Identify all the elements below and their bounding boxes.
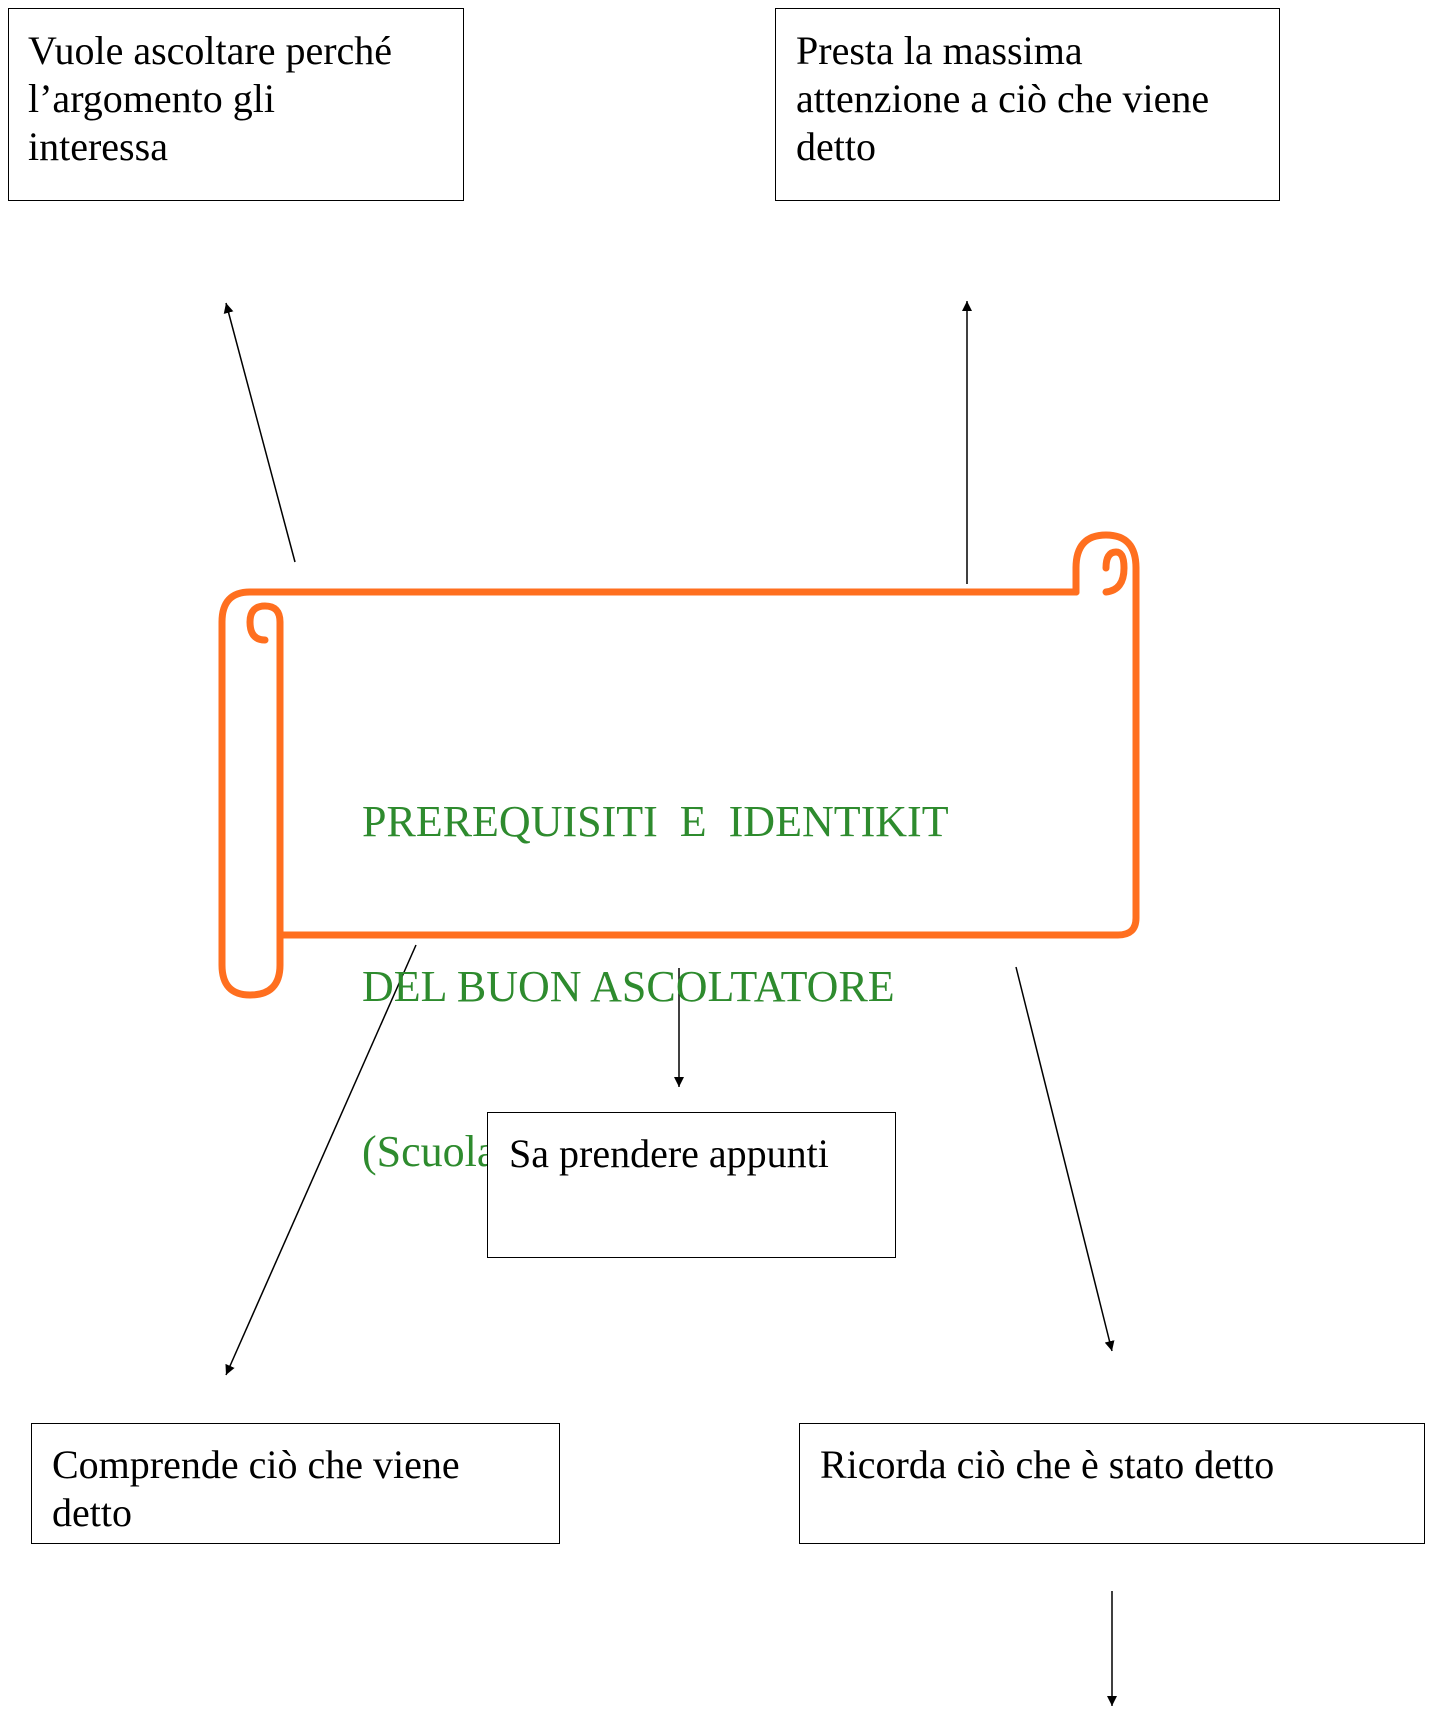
scroll-title-line1: PREREQUISITI E IDENTIKIT — [362, 797, 949, 846]
scroll-title-line2: DEL BUON ASCOLTATORE — [362, 962, 895, 1011]
box-remembers: Ricorda ciò che è stato detto — [799, 1423, 1425, 1544]
arrow-to-bottom-right — [1015, 966, 1115, 1352]
box-understands-text: Comprende ciò che viene detto — [52, 1442, 460, 1535]
box-remembers-text: Ricorda ciò che è stato detto — [820, 1442, 1275, 1487]
scroll-left-roll-outline — [218, 588, 284, 999]
arrow-to-bottom-left — [225, 944, 417, 1376]
box-understands: Comprende ciò che viene detto — [31, 1423, 560, 1544]
arrow-to-top-left — [223, 302, 296, 563]
box-takes-notes-text: Sa prendere appunti — [509, 1131, 829, 1176]
box-pays-attention-text: Presta la massima attenzione a ciò che v… — [796, 28, 1210, 169]
box-takes-notes: Sa prendere appunti — [487, 1112, 896, 1258]
box-wants-to-listen-text: Vuole ascoltare perché l’argomento gli i… — [28, 28, 393, 169]
scroll-banner — [218, 531, 1140, 999]
scroll-right-roll-outline — [1072, 531, 1140, 596]
box-pays-attention: Presta la massima attenzione a ciò che v… — [775, 8, 1280, 201]
box-wants-to-listen: Vuole ascoltare perché l’argomento gli i… — [8, 8, 464, 201]
